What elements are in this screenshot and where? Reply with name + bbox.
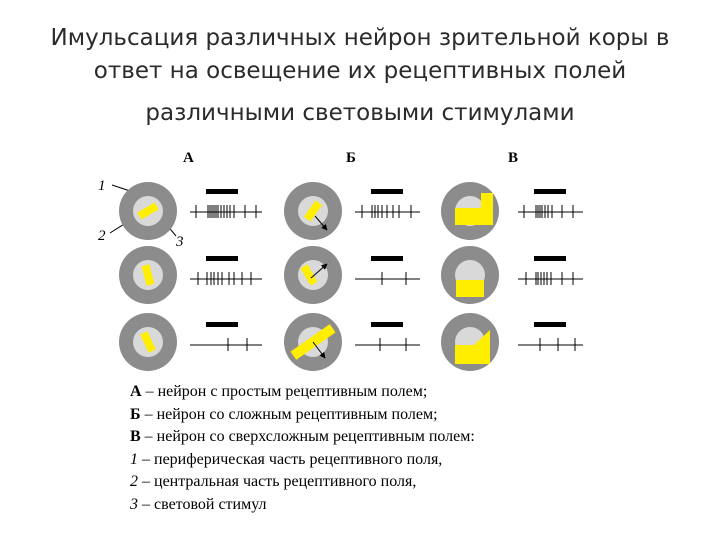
legend-text: – нейрон со сложным рецептивным полем; [140, 405, 438, 423]
stimulus-duration-bar [206, 189, 238, 194]
legend-text: – центральная часть рецептивного поля, [138, 473, 417, 491]
legend-row: Б – нейрон со сложным рецептивным полем; [130, 404, 475, 427]
receptive-field-a2 [119, 246, 177, 304]
light-stimulus [455, 193, 493, 225]
legend-key: 1 [130, 450, 138, 468]
legend-key: А [130, 383, 142, 400]
title-line-2: ответ на освещение их рецептивных полей [93, 58, 627, 84]
stimulus-duration-bar [371, 322, 403, 327]
column-label-v: В [508, 150, 518, 166]
legend-row: 2 – центральная часть рецептивного поля, [130, 471, 475, 494]
receptive-field-a1 [119, 182, 177, 240]
figure-legend: А – нейрон с простым рецептивным полем; … [130, 381, 475, 517]
marker-label-2: 2 [98, 228, 106, 244]
receptive-field-b2 [284, 246, 342, 304]
marker-label-1: 1 [98, 178, 106, 194]
legend-text: – нейрон с простым рецептивным полем; [141, 383, 428, 400]
stimulus-duration-bar [534, 256, 566, 261]
receptive-field-v1 [441, 182, 499, 240]
legend-row: 1 – периферическая часть рецептивного по… [130, 449, 475, 472]
light-stimulus [137, 202, 159, 220]
stimulus-duration-bar [534, 189, 566, 194]
light-stimulus [303, 200, 323, 222]
legend-key: 2 [130, 473, 138, 491]
receptive-field-v2 [441, 246, 499, 304]
legend-row: 3 – световой стимул [130, 494, 475, 517]
title-line-1: Имульсация различных нейрон зрительной к… [50, 25, 670, 51]
stimulus-duration-bar [206, 322, 238, 327]
receptive-field-v3 [441, 313, 499, 371]
stimulus-duration-bar [371, 256, 403, 261]
receptive-field-b3 [284, 313, 342, 371]
light-stimulus [456, 280, 484, 297]
light-stimulus [140, 331, 156, 353]
stimulus-duration-bar [534, 322, 566, 327]
receptive-field-b1 [284, 182, 342, 240]
legend-text: – световой стимул [138, 495, 267, 513]
slide-title: Имульсация различных нейрон зрительной к… [0, 22, 720, 88]
column-label-b: Б [346, 150, 356, 166]
legend-text: – нейрон со сверхсложным рецептивным пол… [140, 428, 475, 446]
light-stimulus [300, 264, 318, 286]
slide-subtitle: различными световыми стимулами [145, 100, 575, 126]
light-stimulus [455, 330, 490, 364]
legend-key: Б [130, 405, 141, 423]
legend-key: 3 [130, 495, 138, 513]
legend-row: В – нейрон со сверхсложным рецептивным п… [130, 426, 475, 449]
light-stimulus [141, 264, 155, 286]
receptive-field-a3 [119, 313, 177, 371]
spike-trains [190, 189, 583, 351]
marker-label-3: 3 [175, 234, 184, 250]
legend-text: – периферическая часть рецептивного поля… [138, 450, 443, 468]
column-label-a: А [183, 150, 194, 166]
stimulus-duration-bar [371, 189, 403, 194]
stimulus-duration-bar [206, 256, 238, 261]
legend-key: В [130, 428, 141, 446]
legend-row: А – нейрон с простым рецептивным полем; [130, 381, 475, 404]
